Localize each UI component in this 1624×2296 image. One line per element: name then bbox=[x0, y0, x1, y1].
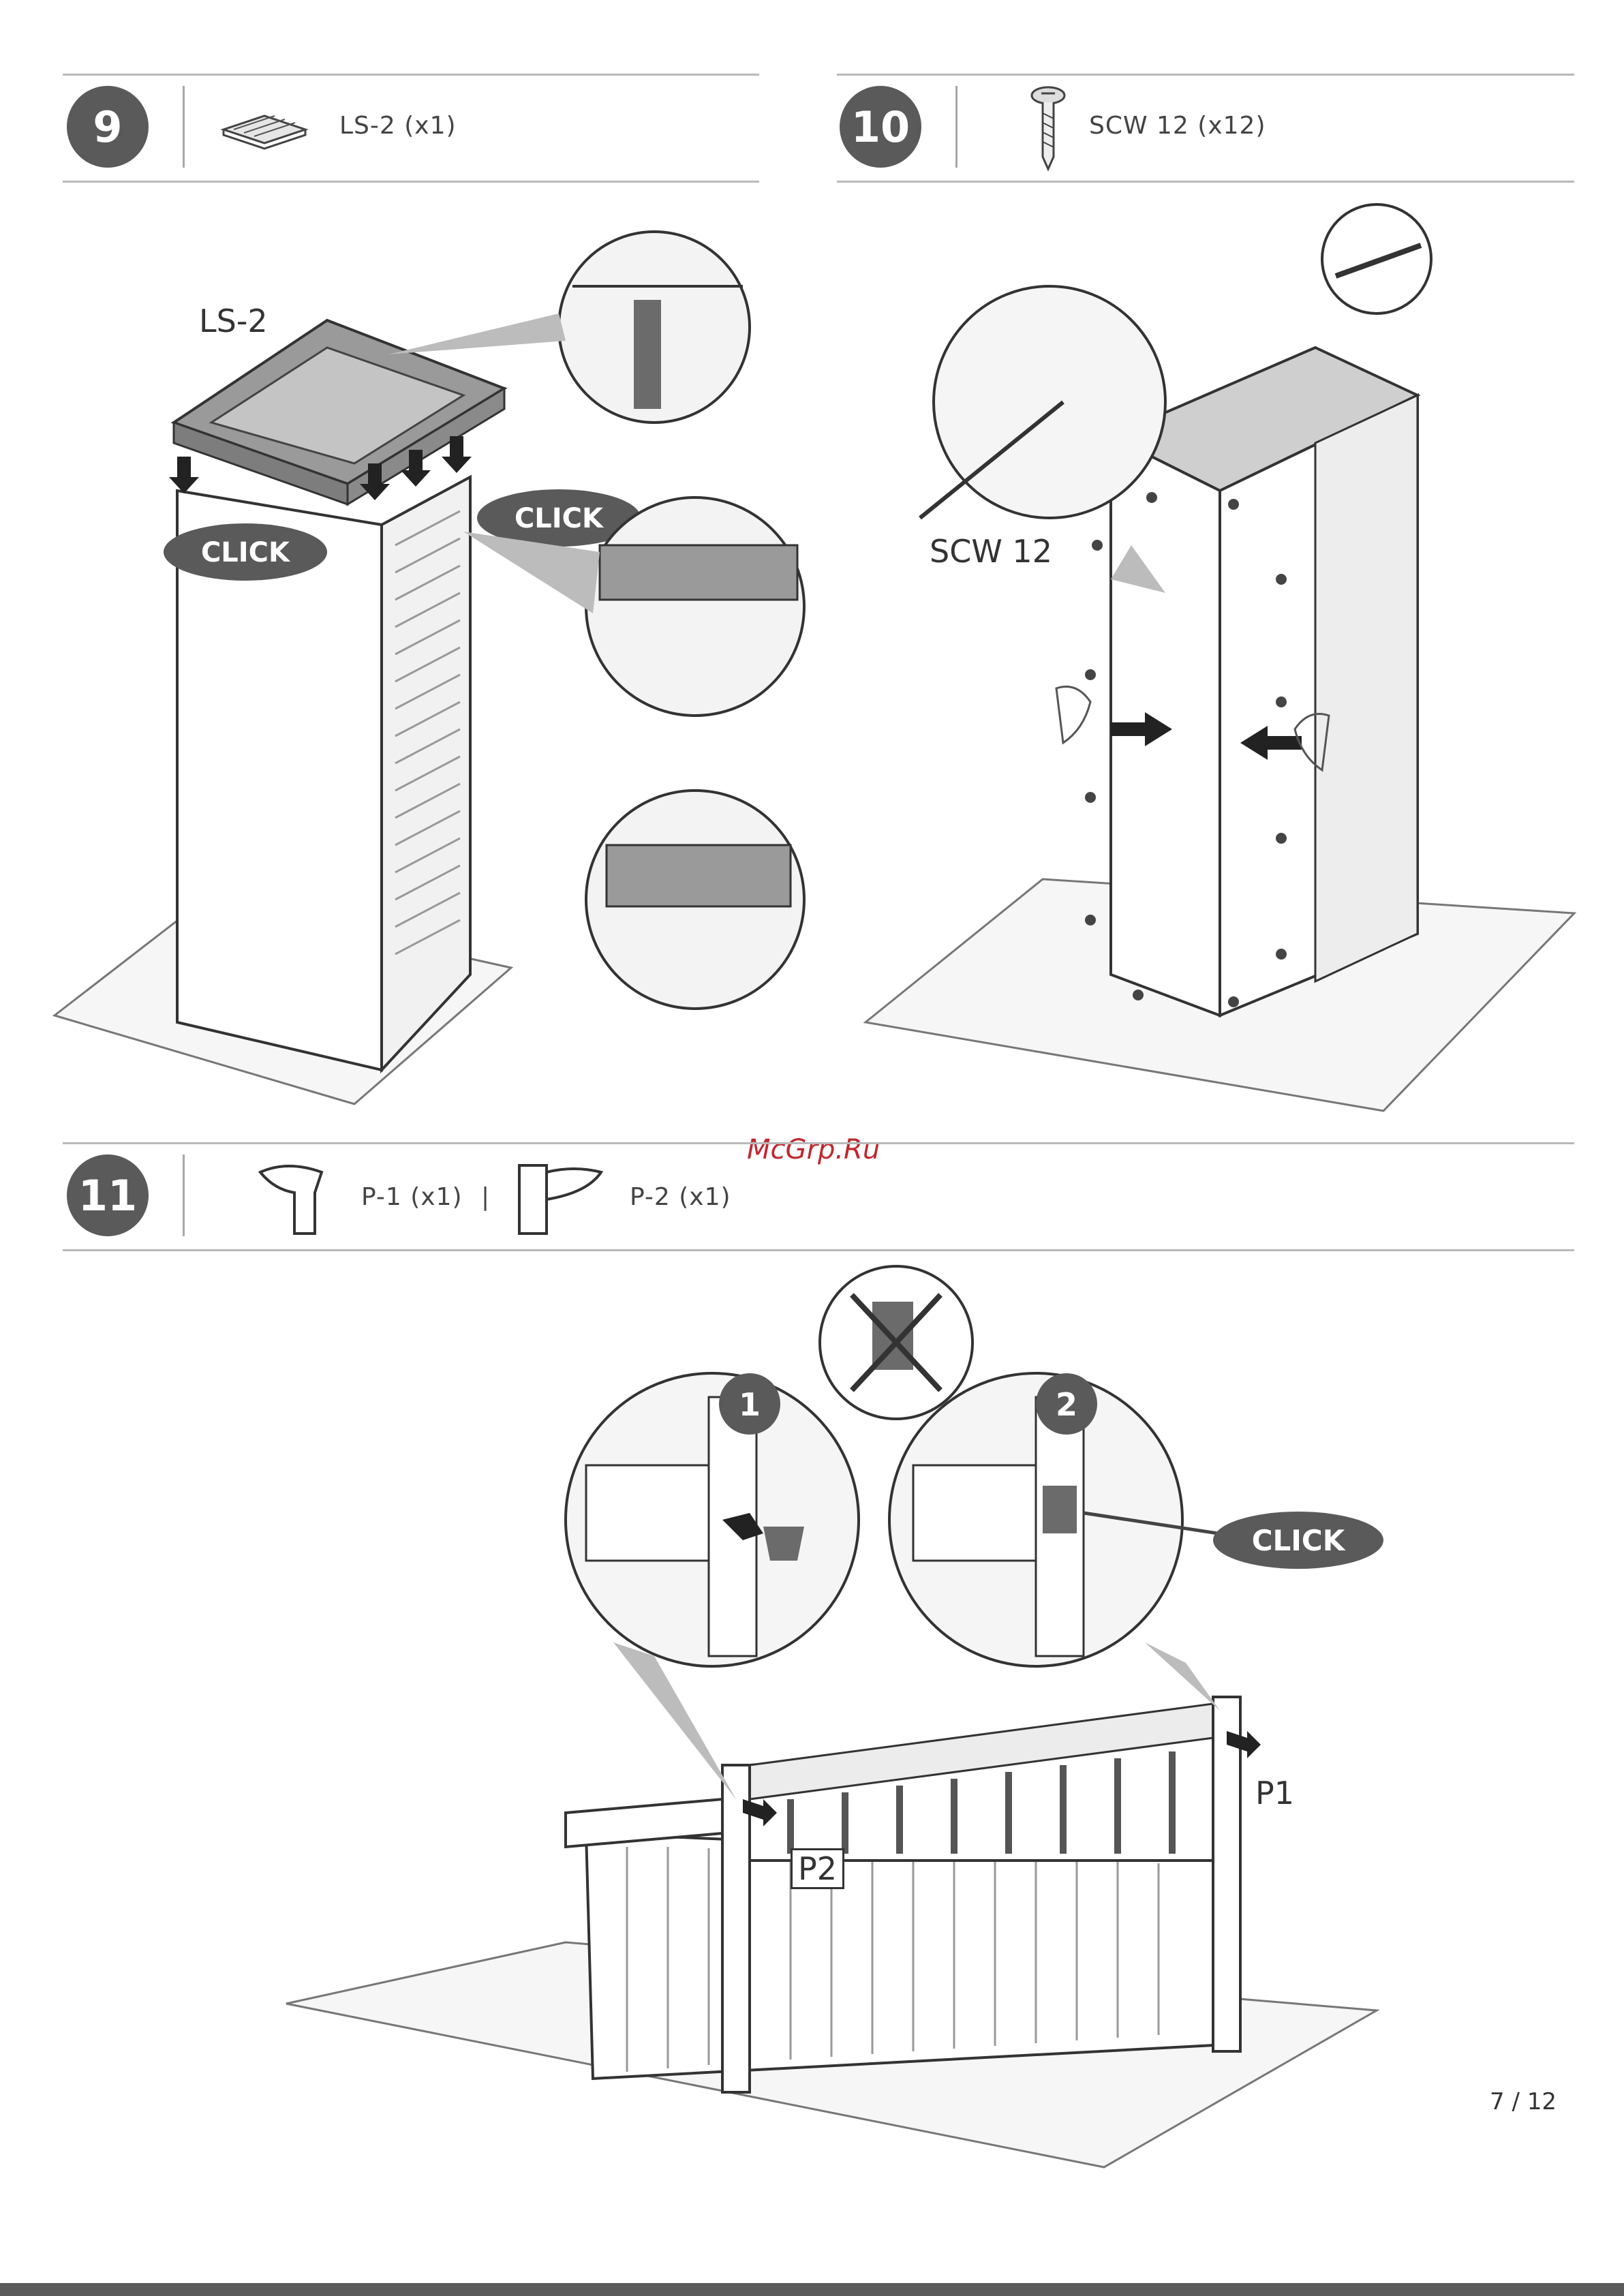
step10-bottom-rule bbox=[837, 181, 1574, 183]
step10-part-label: SCW 12 (x12) bbox=[1089, 112, 1266, 140]
step9-bottom-rule bbox=[63, 181, 759, 183]
step9-illustration: CLICK CLICK bbox=[41, 232, 791, 1118]
watermark: McGrp.Ru bbox=[747, 1134, 880, 1165]
svg-text:2: 2 bbox=[1056, 1386, 1077, 1423]
svg-text:CLICK: CLICK bbox=[515, 503, 604, 534]
step11-part-label-p1: P-1 (x1) bbox=[361, 1183, 463, 1211]
step10-illustration bbox=[838, 198, 1602, 1118]
step11-illustration: 1 2 CLICK bbox=[273, 1261, 1390, 2174]
step9-top-rule bbox=[63, 74, 759, 76]
svg-text:1: 1 bbox=[739, 1386, 761, 1423]
page-number: 7 / 12 bbox=[1490, 2088, 1557, 2115]
step11-bottom-rule bbox=[63, 1249, 1574, 1251]
step11-top-rule bbox=[63, 1142, 1574, 1144]
step9-detail-circle-mid bbox=[586, 498, 804, 716]
step11-badge: 11 bbox=[67, 1154, 149, 1236]
step11-header-separator bbox=[183, 1154, 185, 1236]
svg-text:CLICK: CLICK bbox=[201, 537, 291, 568]
step10-badge: 10 bbox=[840, 86, 921, 168]
step9-header-separator bbox=[183, 86, 185, 168]
step9-ls2-callout: LS-2 bbox=[199, 303, 268, 339]
p2-cap-icon bbox=[512, 1159, 608, 1240]
p1-cap-icon bbox=[254, 1159, 328, 1240]
step11-parts-separator: | bbox=[481, 1183, 490, 1211]
step11-p1-callout: P1 bbox=[1255, 1775, 1294, 1811]
step10-header-separator bbox=[955, 86, 957, 168]
svg-text:CLICK: CLICK bbox=[1252, 1524, 1346, 1557]
step9-click-pill-left: CLICK bbox=[164, 523, 327, 581]
step10-top-rule bbox=[837, 74, 1574, 76]
step11-part-label-p2: P-2 (x1) bbox=[630, 1183, 731, 1211]
step11-click-pill: CLICK bbox=[1213, 1512, 1383, 1569]
step9-part-label: LS-2 (x1) bbox=[339, 112, 457, 140]
bottom-bar bbox=[0, 2283, 1624, 2296]
ls-2-part-icon bbox=[217, 102, 312, 157]
step10-scw12-callout: SCW 12 bbox=[930, 533, 1052, 570]
screw-icon bbox=[1029, 83, 1067, 170]
step9-badge: 9 bbox=[67, 86, 149, 168]
step10-detail-circle bbox=[934, 286, 1165, 518]
step11-p2-callout: P2 bbox=[791, 1848, 844, 1889]
